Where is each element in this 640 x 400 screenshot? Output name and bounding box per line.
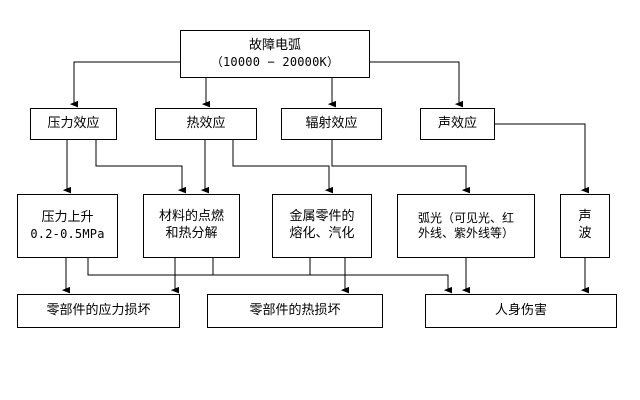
node-pressure-rise-line2: 0.2‑0.5MPa [30, 226, 105, 241]
node-thermal-damage[interactable]: 零部件的热损坏 [207, 294, 383, 328]
node-ignition-line1: 材料的点燃 [158, 209, 224, 225]
node-sound-wave-line1: 声 [578, 209, 592, 225]
node-acoustic-effect[interactable]: 声效应 [420, 108, 495, 140]
node-fault-arc[interactable]: 故障电弧 （10000 − 20000K） [180, 30, 370, 78]
node-metal-melting-line2: 熔化、汽化 [289, 226, 355, 241]
link-fault-arc-to-acoustic-effect [370, 61, 464, 108]
node-arc-light-line1: 弧光（可见光、红 [417, 210, 514, 225]
node-metal-melting[interactable]: 金属零件的 熔化、汽化 [272, 194, 372, 258]
node-sound-wave[interactable]: 声 波 [560, 194, 610, 258]
node-thermal-effect[interactable]: 热效应 [155, 108, 257, 140]
link-acoustic-effect-to-sound-wave [495, 123, 590, 194]
node-acoustic-effect-label: 声效应 [437, 115, 477, 131]
node-stress-damage-label: 零部件的应力损坏 [46, 302, 151, 318]
node-pressure-rise-line1: 压力上升 [41, 210, 94, 225]
node-stress-damage[interactable]: 零部件的应力损坏 [17, 294, 180, 328]
node-ignition[interactable]: 材料的点燃 和热分解 [143, 194, 240, 258]
link-pressure-rise-to-personal-injury [87, 258, 453, 294]
node-pressure-effect-label: 压力效应 [47, 115, 100, 131]
link-fault-arc-to-pressure-effect [69, 61, 180, 108]
node-ignition-line2: 和热分解 [165, 226, 218, 241]
node-personal-injury[interactable]: 人身伤害 [425, 294, 617, 328]
node-fault-arc-line2: （10000 − 20000K） [210, 54, 340, 69]
node-arc-light[interactable]: 弧光（可见光、红 外线、紫外线等） [397, 194, 535, 258]
node-personal-injury-label: 人身伤害 [494, 302, 547, 318]
node-thermal-damage-label: 零部件的热损坏 [249, 302, 341, 318]
node-thermal-effect-label: 热效应 [186, 115, 226, 131]
node-fault-arc-line1: 故障电弧 [248, 38, 301, 53]
node-pressure-effect[interactable]: 压力效应 [30, 108, 117, 140]
link-pressure-effect-to-ignition [95, 140, 187, 194]
link-thermal-effect-to-metal-melting [232, 140, 334, 194]
node-radiation-effect[interactable]: 辐射效应 [281, 108, 382, 140]
link-radiation-effect-to-arc-light [331, 140, 471, 194]
node-radiation-effect-label: 辐射效应 [305, 115, 358, 131]
node-metal-melting-line1: 金属零件的 [289, 209, 355, 225]
node-arc-light-line2: 外线、紫外线等） [417, 226, 514, 240]
node-sound-wave-line2: 波 [578, 226, 592, 241]
node-pressure-rise[interactable]: 压力上升 0.2‑0.5MPa [17, 194, 118, 258]
